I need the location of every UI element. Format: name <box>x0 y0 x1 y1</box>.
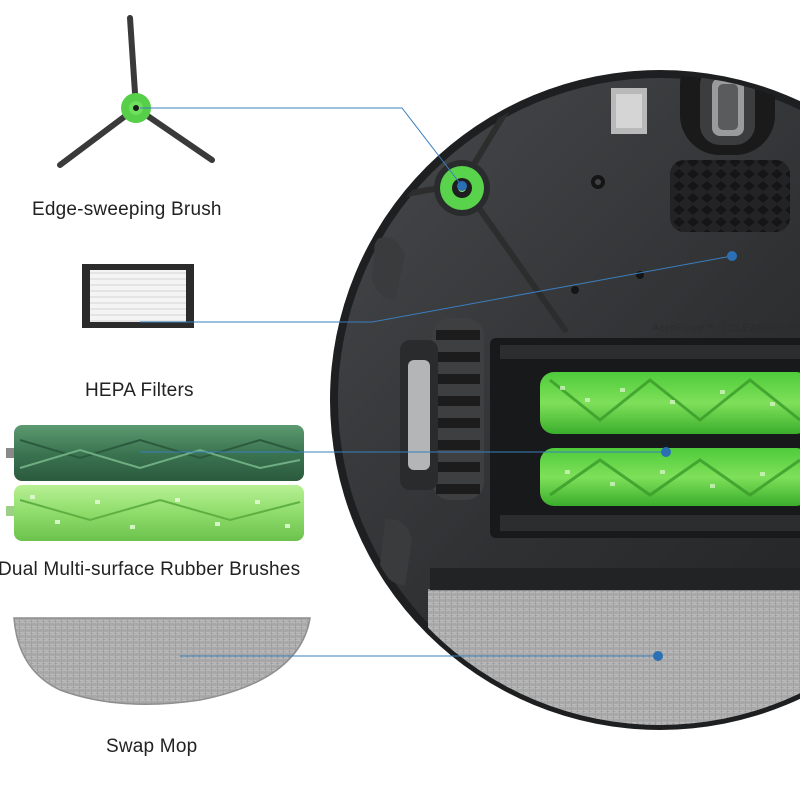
callout-dots <box>457 181 737 661</box>
installed-mop-pad <box>428 590 800 725</box>
rubber-brush-dark <box>6 425 304 481</box>
robot-vacuum: AeroForce™ | CLEANING SYSTE <box>330 40 800 730</box>
caster-wheel <box>680 75 775 155</box>
swap-mop-label: Swap Mop <box>106 736 198 757</box>
brand-label: AeroForce™ <box>652 323 715 334</box>
brand-sublabel: | CLEANING SYSTE <box>722 323 800 334</box>
hepa-filter-label: HEPA Filters <box>85 380 194 401</box>
installed-rubber-brushes <box>540 372 800 506</box>
edge-brush-label: Edge-sweeping Brush <box>32 199 222 220</box>
edge-brush-product <box>57 15 215 168</box>
exhaust-vent <box>670 160 790 232</box>
callout-dot-rubber <box>661 447 671 457</box>
hepa-filter-product <box>82 264 194 328</box>
swap-mop-product <box>13 617 311 705</box>
brush-compartment <box>490 338 800 538</box>
drive-wheel <box>400 318 484 500</box>
rubber-brushes-label: Dual Multi-surface Rubber Brushes <box>0 559 301 580</box>
sensor-window <box>600 40 670 68</box>
callout-dot-brush <box>457 181 467 191</box>
callout-dot-hepa <box>727 251 737 261</box>
callout-lines <box>140 107 733 657</box>
callout-dot-mop <box>653 651 663 661</box>
rubber-brush-light <box>6 485 304 541</box>
